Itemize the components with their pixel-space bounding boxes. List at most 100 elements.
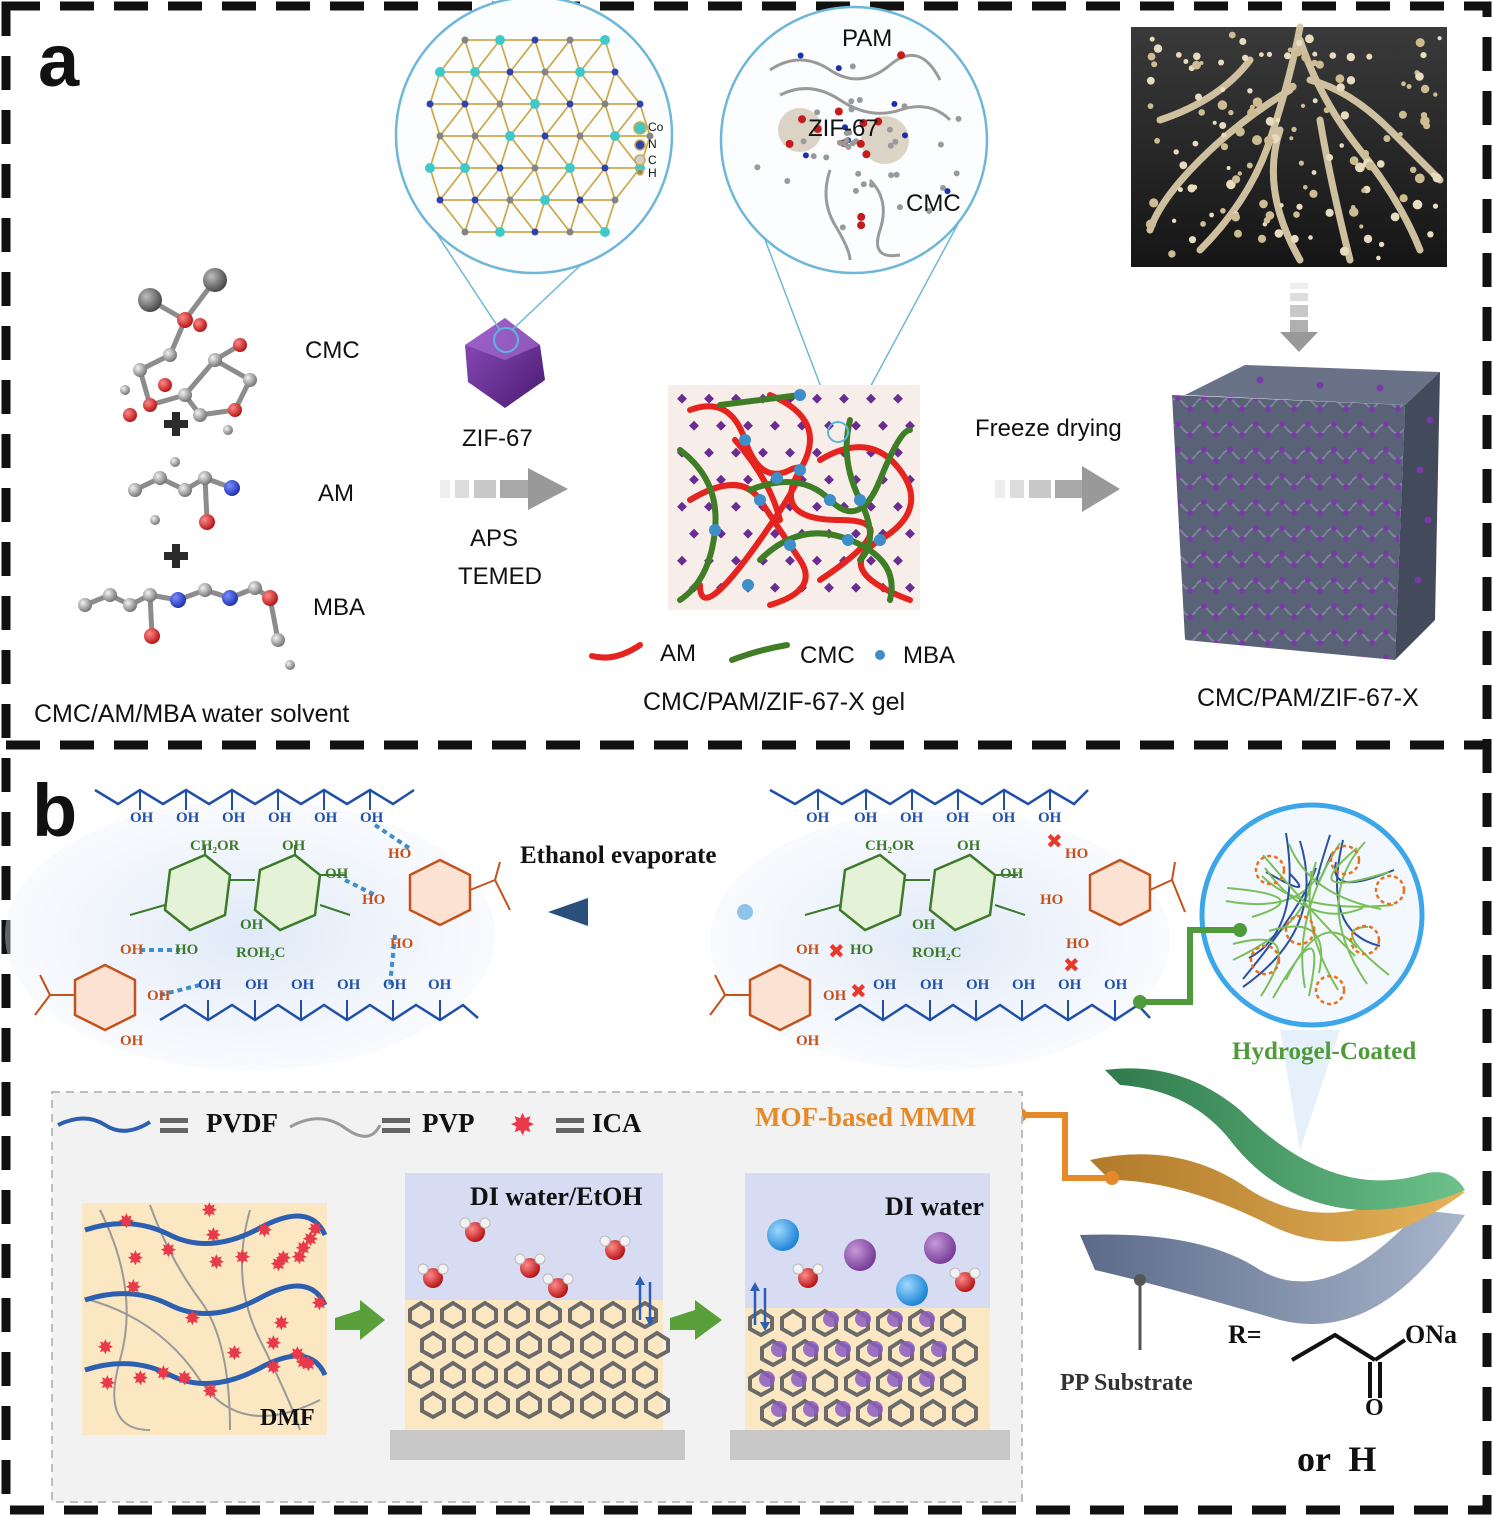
cmc-molecule-label: CMC xyxy=(305,337,360,364)
zif67-crystal-icon xyxy=(465,318,545,408)
gel-legend-am: AM xyxy=(660,640,696,667)
process-arrow-1 xyxy=(440,468,568,510)
oh-label: OH xyxy=(1104,977,1128,993)
ona-label: ONa xyxy=(1405,1320,1457,1349)
oh-label: OH xyxy=(806,810,830,826)
right-bottom-backbone xyxy=(834,1003,1151,1022)
oh-label: OH xyxy=(325,866,349,882)
ho-label: HO xyxy=(362,892,386,908)
svg-text:✸: ✸ xyxy=(302,1227,319,1251)
green-arrow-2 xyxy=(670,1300,722,1340)
oh-label: OH xyxy=(796,1033,820,1049)
roh2c-label: ROH₂C xyxy=(236,945,286,961)
svg-text:✸: ✸ xyxy=(132,1366,149,1390)
right-top-backbone xyxy=(769,788,1089,806)
product-caption: CMC/PAM/ZIF-67-X xyxy=(1197,684,1419,712)
oh-label: OH xyxy=(130,810,154,826)
svg-text:✸: ✸ xyxy=(295,1236,312,1260)
svg-text:✸: ✸ xyxy=(275,1246,292,1270)
hydrogel-connector xyxy=(1140,927,1240,1005)
svg-text:✸: ✸ xyxy=(256,1218,273,1242)
svg-text:✸: ✸ xyxy=(300,1352,317,1376)
svg-text:✸: ✸ xyxy=(265,1331,282,1355)
svg-text:✸: ✸ xyxy=(291,1245,308,1269)
mof-connector xyxy=(1020,1112,1112,1181)
zoom-cmc-label: CMC xyxy=(906,190,961,217)
oh-label: OH xyxy=(946,810,970,826)
plus-icons xyxy=(164,412,188,568)
oh-label: OH xyxy=(147,988,171,1004)
r-group-structure xyxy=(1290,1332,1377,1362)
oh-label: OH xyxy=(854,810,878,826)
right-cellulose-unit xyxy=(838,853,997,932)
legend-pvdf-label: PVDF xyxy=(206,1108,278,1138)
dmf-label: DMF xyxy=(260,1405,315,1431)
svg-text:✸: ✸ xyxy=(97,1335,114,1359)
hydrogen-bonds xyxy=(140,823,414,997)
zoom-pam-label: PAM xyxy=(842,25,893,52)
process-arrow-2 xyxy=(995,466,1120,512)
oh-label: OH xyxy=(823,988,847,1004)
zoom-zif-label: ZIF-67 xyxy=(808,115,879,142)
stage-nonsolvent-bath xyxy=(390,1173,685,1460)
legend-mba-dot xyxy=(875,650,885,660)
legend-ica-label: ICA xyxy=(592,1108,642,1138)
stage-water-exchange xyxy=(730,1173,1010,1460)
or-h-label: or H xyxy=(1297,1439,1377,1479)
broken-bond-marks: ✖ ✖ ✖ ✖ xyxy=(828,829,1080,1003)
zif67-label: ZIF-67 xyxy=(462,425,533,452)
left-phenolic-units xyxy=(73,858,472,1032)
ho-label: HO xyxy=(388,846,412,862)
legend-cmc-line xyxy=(729,642,790,663)
legend-am-line xyxy=(589,642,643,661)
process-arrow-down xyxy=(1280,283,1318,352)
am-molecule xyxy=(128,457,240,530)
green-arrow-1 xyxy=(335,1300,385,1340)
svg-text:✸: ✸ xyxy=(201,1198,218,1222)
di-water-label: DI water xyxy=(885,1192,984,1221)
layered-membrane xyxy=(1080,1068,1465,1325)
oh-label: OH xyxy=(120,1033,144,1049)
oh-label: OH xyxy=(873,977,897,993)
legend-h: H xyxy=(648,166,657,180)
di-etoh-label: DI water/EtOH xyxy=(470,1182,643,1211)
gel-legend-cmc: CMC xyxy=(800,642,855,669)
ho-label: HO xyxy=(1065,846,1089,862)
oh-label: OH xyxy=(120,942,144,958)
pp-substrate-label: PP Substrate xyxy=(1060,1370,1193,1396)
svg-text:✸: ✸ xyxy=(270,1252,287,1276)
mba-molecule-label: MBA xyxy=(313,594,366,621)
oh-label: OH xyxy=(1038,810,1062,826)
svg-text:✸: ✸ xyxy=(273,1311,290,1335)
oh-label: OH xyxy=(428,977,452,993)
svg-text:✸: ✸ xyxy=(202,1379,219,1403)
oh-label: OH xyxy=(314,810,338,826)
hydrogel-coated-label: Hydrogel-Coated xyxy=(1232,1038,1417,1065)
am-molecule-label: AM xyxy=(318,480,354,507)
oh-label: OH xyxy=(176,810,200,826)
svg-text:✸: ✸ xyxy=(311,1291,328,1315)
gel-caption: CMC/PAM/ZIF-67-X gel xyxy=(643,688,906,716)
legend-c: C xyxy=(648,153,657,167)
svg-text:✸: ✸ xyxy=(208,1250,225,1274)
svg-text:✸: ✸ xyxy=(234,1245,251,1269)
svg-text:✸: ✸ xyxy=(176,1366,193,1390)
oh-label: OH xyxy=(920,977,944,993)
svg-text:✸: ✸ xyxy=(155,1361,172,1385)
legend-pvp-label: PVP xyxy=(422,1108,475,1138)
right-phenolic-units xyxy=(748,858,1152,1032)
ethanol-evaporate-label: Ethanol evaporate xyxy=(520,842,717,869)
stage-dmf-casting: ✸✸✸✸✸✸✸✸✸✸✸✸✸✸✸✸✸✸✸✸✸✸✸✸✸✸✸✸✸✸ xyxy=(82,1198,328,1435)
panel-b-letter: b xyxy=(32,769,78,852)
panel-a-letter: a xyxy=(38,19,80,102)
svg-text:✸: ✸ xyxy=(226,1341,243,1365)
ho-label: HO xyxy=(1066,936,1090,952)
r-equals-label: R= xyxy=(1228,1320,1262,1349)
polymer-network-zoom xyxy=(719,5,989,275)
oh-label: OH xyxy=(291,977,315,993)
root-photo xyxy=(1131,23,1447,267)
svg-text:✸: ✸ xyxy=(160,1238,177,1262)
